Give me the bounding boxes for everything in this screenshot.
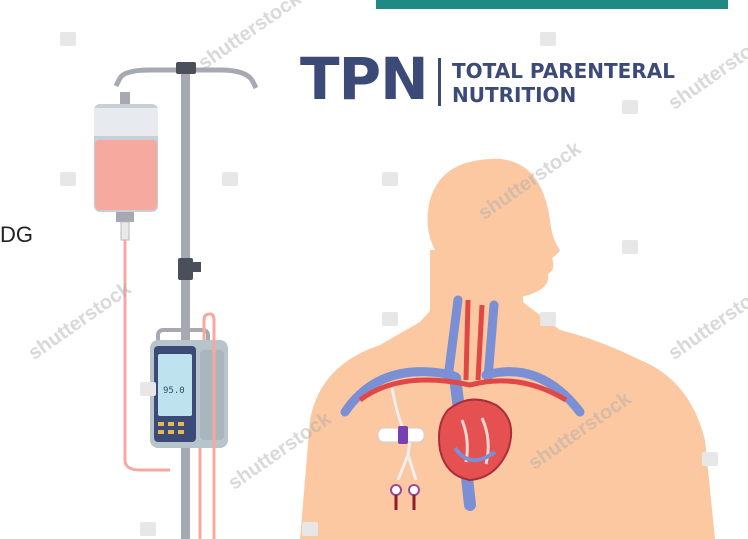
torso-figure	[300, 159, 715, 539]
camera-icon	[60, 32, 76, 46]
title-abbreviation: TPN	[300, 50, 428, 108]
carotid-left	[466, 300, 468, 380]
title-line-2: NUTRITION	[452, 84, 576, 106]
camera-icon	[540, 312, 556, 326]
camera-icon	[382, 312, 398, 326]
camera-icon	[222, 172, 238, 186]
camera-icon	[140, 522, 156, 536]
camera-icon	[140, 382, 156, 396]
camera-icon	[60, 172, 76, 186]
camera-icon	[622, 100, 638, 114]
camera-icon	[302, 522, 318, 536]
title-line-1: TOTAL PARENTERAL	[452, 60, 675, 82]
pump-display: 95.0	[160, 370, 190, 416]
camera-icon	[382, 172, 398, 186]
camera-icon	[540, 32, 556, 46]
camera-icon	[622, 240, 638, 254]
pump-reading: 95.0	[163, 386, 185, 396]
jugular-right	[488, 305, 494, 378]
title-divider	[438, 58, 441, 106]
camera-icon	[702, 452, 718, 466]
